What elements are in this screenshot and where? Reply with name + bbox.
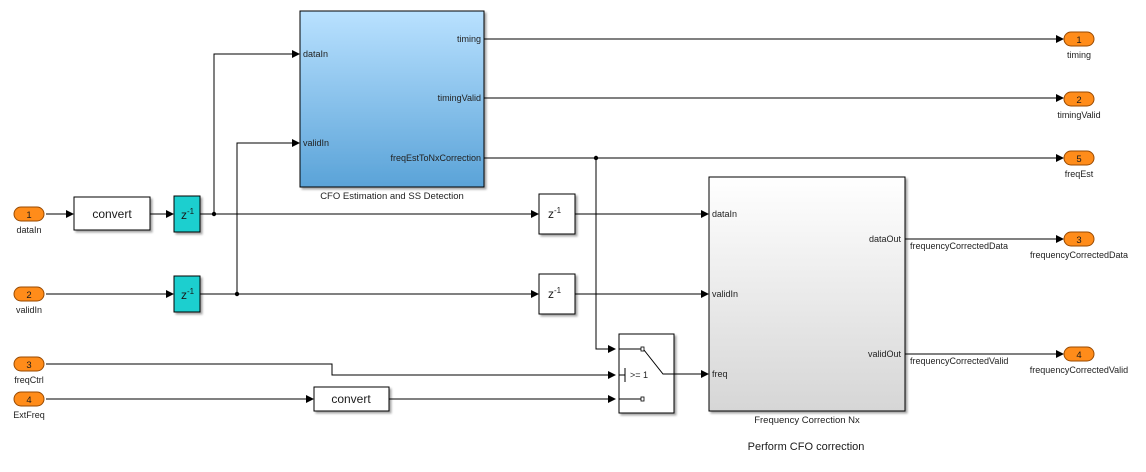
port-number: 2 [1076,95,1081,106]
port-label-datain: dataIn [712,209,737,219]
junction-dot [234,291,240,297]
svg-text:z-1: z-1 [548,286,562,301]
signal-lines [46,35,1064,403]
unit-delay-valid-white[interactable]: z-1 [538,273,576,315]
block-title: CFO Estimation and SS Detection [320,191,464,202]
signal-label-valid: frequencyCorrectedValid [910,356,1008,366]
delay-exponent: -1 [554,286,562,295]
port-name: freqEst [1065,169,1094,179]
port-name: validIn [16,305,42,315]
signal-label-data: frequencyCorrectedData [910,241,1008,251]
wire-branch-cfo-datain[interactable] [213,50,300,214]
outport-frequencycorrectedvalid[interactable]: 4 frequencyCorrectedValid [1030,346,1128,375]
port-number: 2 [26,290,31,301]
delay-exponent: -1 [187,287,195,296]
port-label-timing: timing [457,34,481,44]
outport-frequencycorrecteddata[interactable]: 3 frequencyCorrectedData [1030,231,1128,260]
port-name: dataIn [16,225,41,235]
port-number: 3 [1076,235,1081,246]
port-name: freqCtrl [14,375,44,385]
port-label-validin: validIn [303,138,329,148]
outport-timing[interactable]: 1 timing [1063,31,1095,60]
block-label: convert [331,392,371,406]
wire-freqctrl-switch[interactable] [46,363,616,379]
port-label-freqest: freqEstToNxCorrection [390,153,481,163]
block-label: convert [92,207,132,221]
port-label-dataout: dataOut [869,234,902,244]
port-name: frequencyCorrectedData [1030,250,1128,260]
block-title: Frequency Correction Nx [754,415,860,426]
svg-text:z-1: z-1 [181,287,195,302]
inport-extfreq[interactable]: 4 ExtFreq [13,391,45,420]
delay-z: z [181,288,187,302]
port-name: timing [1067,50,1091,60]
port-label-validin: validIn [712,289,738,299]
junction-dot [593,155,599,161]
delay-z: z [548,287,554,301]
unit-delay-data-cyan[interactable]: z-1 [173,195,201,233]
inport-datain[interactable]: 1 dataIn [13,206,45,235]
outport-freqest[interactable]: 5 freqEst [1063,150,1095,179]
convert-block-data[interactable]: convert [73,196,151,231]
port-label-timingvalid: timingValid [438,93,481,103]
delay-exponent: -1 [187,207,195,216]
port-number: 4 [26,395,31,406]
delay-z: z [548,207,554,221]
svg-text:z-1: z-1 [181,207,195,222]
switch-criteria: >= 1 [630,370,648,380]
wire-branch-cfo-validin[interactable] [236,139,300,294]
port-name: timingValid [1057,110,1100,120]
inport-validin[interactable]: 2 validIn [13,286,45,315]
port-label-datain: dataIn [303,49,328,59]
port-number: 3 [26,360,31,371]
unit-delay-valid-cyan[interactable]: z-1 [173,275,201,313]
port-name: ExtFreq [13,410,45,420]
port-label-validout: validOut [868,349,902,359]
wire-freqest-switch[interactable] [595,158,616,353]
unit-delay-data-white[interactable]: z-1 [538,193,576,235]
svg-text:z-1: z-1 [548,206,562,221]
delay-z: z [181,208,187,222]
port-label-freq: freq [712,369,728,379]
frequency-correction-subsystem[interactable]: dataIn validIn freq dataOut validOut Fre… [708,176,906,426]
port-number: 1 [1076,35,1081,46]
port-name: frequencyCorrectedValid [1030,365,1128,375]
port-number: 5 [1076,154,1081,165]
annotation-text: Perform CFO correction [748,441,865,453]
junction-dot [211,211,217,217]
port-number: 1 [26,210,31,221]
outport-timingvalid[interactable]: 2 timingValid [1057,91,1101,120]
cfo-estimation-subsystem[interactable]: dataIn validIn timing timingValid freqEs… [299,10,485,202]
delay-exponent: -1 [554,206,562,215]
port-number: 4 [1076,350,1081,361]
convert-block-extfreq[interactable]: convert [313,386,390,412]
inport-freqctrl[interactable]: 3 freqCtrl [13,356,45,385]
switch-block[interactable]: >= 1 [618,333,675,414]
